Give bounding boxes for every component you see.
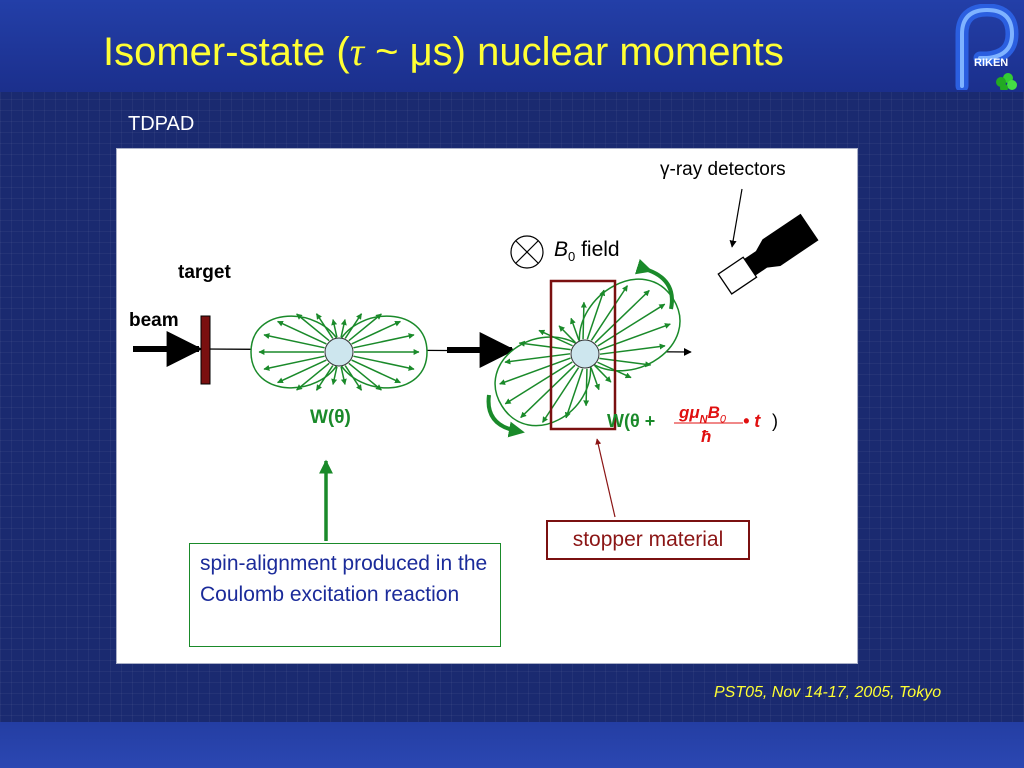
emission-arrow	[263, 355, 325, 371]
emission-arrow	[263, 333, 325, 349]
emission-arrow	[353, 355, 415, 371]
rotation-arrow-bottom	[486, 394, 525, 438]
beam-label: beam	[129, 310, 179, 331]
w-rotated-numerator: gμNB0	[679, 403, 726, 426]
footer-bar	[0, 722, 1024, 768]
tdpad-diagram	[133, 188, 819, 541]
emission-arrow	[564, 368, 584, 419]
stopper-pointer	[595, 438, 616, 518]
emission-arrow	[348, 313, 382, 342]
emission-arrow	[504, 361, 573, 405]
emission-arrow	[599, 357, 652, 368]
emission-arrow	[277, 359, 327, 384]
emission-arrow	[344, 313, 363, 339]
target-plate	[200, 315, 211, 385]
emission-arrow	[353, 333, 415, 349]
emission-arrow	[520, 364, 576, 419]
emission-arrow	[597, 303, 666, 347]
b-field-into-page-icon	[510, 235, 544, 269]
emission-arrow	[331, 366, 338, 385]
emission-arrow	[541, 367, 580, 423]
riken-logo-icon: RIKEN	[955, 4, 1019, 90]
emission-arrow	[348, 362, 382, 391]
emission-arrow	[344, 365, 363, 391]
emission-arrow	[351, 320, 401, 345]
emission-arrow	[499, 357, 571, 385]
stopper-rect	[549, 279, 617, 431]
emission-arrow	[296, 362, 330, 391]
w-theta-pattern	[250, 313, 428, 391]
emission-arrow	[351, 359, 401, 384]
emission-arrow	[315, 365, 334, 391]
emission-arrow	[340, 366, 347, 385]
w-rotated-prefix: W(θ +	[607, 411, 656, 431]
emission-arrow	[315, 313, 334, 339]
emission-arrow	[583, 368, 590, 407]
emission-arrow	[586, 289, 606, 340]
emission-arrow	[504, 353, 571, 365]
emission-arrow	[599, 343, 666, 355]
detector-pointer	[729, 188, 743, 248]
section-label: TDPAD	[128, 113, 195, 135]
spin-alignment-label: spin-alignment produced in the Coulomb e…	[189, 543, 501, 647]
w-theta-label: W(θ)	[310, 407, 351, 428]
emission-arrow	[570, 317, 580, 341]
b0-field-label: B0 field	[554, 238, 620, 265]
w-rotated-time: • t	[743, 411, 761, 431]
emission-arrow	[594, 364, 612, 383]
emission-arrow	[594, 289, 650, 344]
footer-text: PST05, Nov 14-17, 2005, Tokyo	[714, 684, 942, 701]
target-label: target	[178, 262, 231, 283]
title-bar	[0, 0, 1024, 92]
emission-arrow	[590, 367, 600, 391]
nucleus-circle	[570, 339, 600, 369]
emission-arrow	[340, 319, 347, 338]
gamma-detectors-label: γ-ray detectors	[660, 159, 786, 180]
gamma-detector-icon	[717, 213, 819, 295]
emission-arrow	[599, 323, 671, 351]
emission-arrow	[331, 319, 338, 338]
emission-arrow	[580, 301, 587, 340]
diagram-panel: γ-ray detectors B0 field target beam W(θ…	[116, 148, 858, 664]
logo-text: RIKEN	[974, 57, 1008, 69]
slide-title: Isomer-state (τ ~ μs) nuclear moments	[103, 29, 784, 74]
w-rotated-denominator: ħ	[701, 427, 712, 446]
stopper-material-label: stopper material	[546, 520, 750, 560]
emission-arrow	[296, 313, 330, 342]
w-rotated-close: )	[772, 411, 778, 431]
emission-arrow	[277, 320, 327, 345]
emission-arrow	[590, 285, 629, 341]
emission-arrow	[518, 340, 571, 351]
emission-arrow	[558, 325, 576, 344]
emission-arrow	[538, 329, 573, 347]
rotation-arrow-top	[634, 258, 674, 310]
